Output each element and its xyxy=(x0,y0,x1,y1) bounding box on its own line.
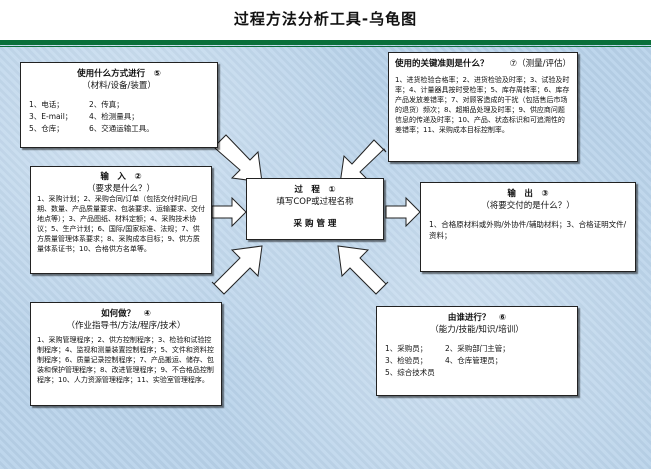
method-box: 如何做？ ④ （作业指导书/方法/程序/技术） 1、采购管理程序；2、供方控制程… xyxy=(30,302,222,406)
title-divider-thin xyxy=(0,46,651,47)
method-header: 如何做？ ④ xyxy=(101,309,151,319)
output-text: 1、合格原材料或外购/外协件/辅助材料；3、合格证明文件/资料； xyxy=(429,220,627,240)
criteria-text: 1、进货检验合格率；2、进货检验及时率；3、试验及时率；4、计量器具按时受检率；… xyxy=(395,76,570,134)
resources-row: 3、E-mail；4、检测量具； xyxy=(29,112,139,121)
criteria-box: 使用的关键准则是什么？ ⑦（测量/评估） 1、进货检验合格率；2、进货检验及时率… xyxy=(388,52,578,162)
people-subtitle: （能力/技能/知识/培训） xyxy=(430,325,524,335)
output-box: 输 出 ③ （将要交付的是什么？） 1、合格原材料或外购/外协件/辅助材料；3、… xyxy=(420,182,636,272)
process-subtitle: 填写COP或过程名称 xyxy=(276,197,354,207)
resources-row: 1、电话；2、传真； xyxy=(29,100,124,109)
input-subtitle: （要求是什么？） xyxy=(86,184,155,194)
title-divider xyxy=(0,40,651,45)
title-bar xyxy=(0,0,651,40)
criteria-mark: ⑦（测量/评估） xyxy=(509,59,572,69)
people-row: 1、采购员；2、采购部门主管； xyxy=(385,344,510,353)
method-subtitle: （作业指导书/方法/程序/技术） xyxy=(66,321,186,331)
output-subtitle: （将要交付的是什么？） xyxy=(481,201,575,211)
people-box: 由谁进行？ ⑥ （能力/技能/知识/培训） 1、采购员；2、采购部门主管； 3、… xyxy=(376,306,578,396)
page-title: 过程方法分析工具-乌龟图 xyxy=(233,10,418,28)
method-text: 1、采购管理程序；2、供方控制程序；3、检验和试验控制程序；4、监视和测量装置控… xyxy=(37,336,214,384)
resources-subtitle: （材料/设备/装置） xyxy=(82,81,156,91)
arrow-process-to-output xyxy=(385,196,421,228)
people-header: 由谁进行？ ⑥ xyxy=(447,313,507,323)
resources-header: 使用什么方式进行 ⑤ xyxy=(77,69,161,79)
resources-row: 5、仓库；6、交通运输工具。 xyxy=(29,124,154,133)
arrow-input-to-process xyxy=(211,196,247,228)
criteria-header: 使用的关键准则是什么？ xyxy=(395,59,489,69)
output-header: 输 出 ③ xyxy=(507,189,549,199)
input-text: 1、采购计划；2、采购合同/订单（包括交付时间/日期、数量、产品质量要求、包装要… xyxy=(37,195,205,253)
process-name: 采 购 管 理 xyxy=(293,219,337,229)
arrow-resources-to-process xyxy=(213,134,263,183)
input-header: 输 入 ② xyxy=(100,172,142,182)
criteria-header-row: 使用的关键准则是什么？ ⑦（测量/评估） xyxy=(395,57,571,69)
arrow-people-to-process xyxy=(337,245,389,295)
arrow-method-to-process xyxy=(211,245,263,295)
people-row: 5、综合技术员 xyxy=(385,368,435,377)
process-box: 过 程 ① 填写COP或过程名称 采 购 管 理 xyxy=(246,178,384,240)
input-box: 输 入 ② （要求是什么？） 1、采购计划；2、采购合同/订单（包括交付时间/日… xyxy=(30,166,212,274)
process-header: 过 程 ① xyxy=(294,185,336,195)
people-row: 3、检验员；4、仓库管理员； xyxy=(385,356,503,365)
resources-box: 使用什么方式进行 ⑤ （材料/设备/装置） 1、电话；2、传真； 3、E-mai… xyxy=(20,62,218,148)
